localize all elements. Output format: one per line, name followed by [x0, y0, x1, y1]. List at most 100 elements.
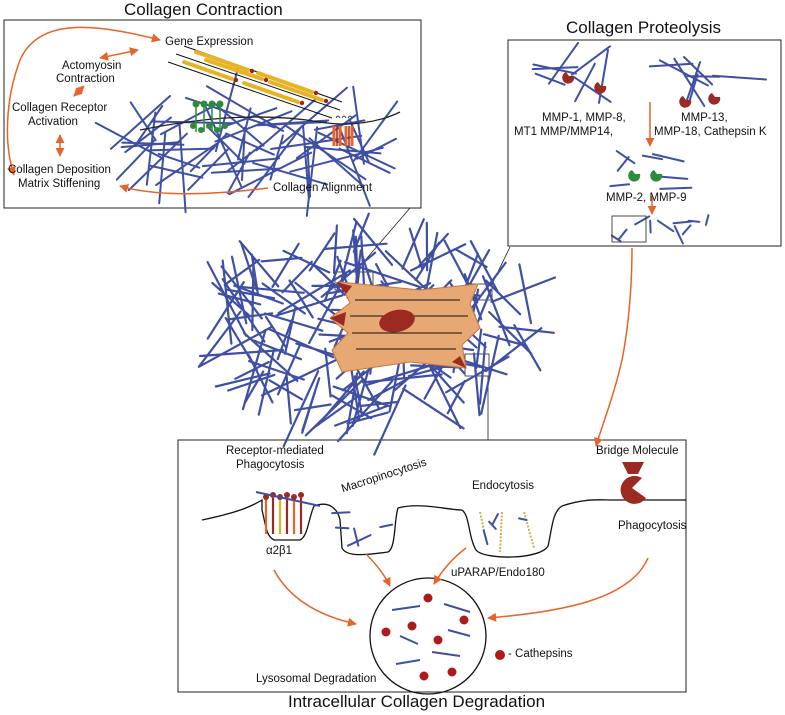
collagen-fiber — [238, 240, 280, 288]
intracellular-title: Intracellular Collagen Degradation — [288, 692, 546, 711]
collagen-fiber — [187, 148, 229, 191]
collagen-fiber — [570, 45, 611, 76]
collagen-fiber — [332, 224, 338, 274]
collagen-fiber — [337, 124, 371, 207]
label-mmp-left-1: MMP-1, MMP-8, — [542, 112, 626, 124]
cathepsin-icon — [407, 621, 417, 631]
collagen-fiber — [225, 132, 275, 156]
lysosome-collagen-fragment — [431, 651, 461, 657]
label-mmp-right-1: MMP-13, — [681, 112, 728, 124]
collagen-fiber — [498, 325, 555, 334]
uptake-arrows — [273, 547, 649, 627]
collagen-fiber — [324, 347, 332, 398]
collagen-fiber — [260, 256, 303, 263]
collagen-fiber — [365, 363, 435, 387]
collagen-fiber — [409, 243, 467, 272]
lysosome — [369, 577, 487, 695]
collagen-fiber — [408, 227, 424, 270]
collagen-fiber — [417, 232, 449, 268]
collagen-fiber — [402, 387, 465, 430]
collagen-fiber — [295, 114, 357, 160]
uparap-receptors — [479, 511, 535, 553]
label-gelatinases: MMP-2, MMP-9 — [606, 192, 687, 204]
collagen-fiber — [712, 74, 767, 81]
collagen-fiber — [158, 131, 167, 205]
cathepsin-icon — [433, 635, 443, 645]
collagen-fiber — [367, 378, 408, 402]
collagen-fiber — [351, 368, 370, 427]
lysosome-contents — [381, 593, 471, 681]
collagen-fiber — [704, 214, 710, 226]
collagen-fiber — [616, 156, 630, 172]
cathepsin-legend-icon — [495, 650, 505, 660]
collagen-fiber — [352, 85, 365, 165]
collagen-fiber — [482, 333, 528, 347]
bridge-molecule-shape — [622, 462, 644, 474]
collagen-fiber — [488, 311, 533, 355]
collagen-fiber — [513, 324, 542, 372]
label-phagocytosis: Phagocytosis — [618, 520, 687, 532]
collagen-fiber — [347, 534, 372, 547]
label-mmp-right-2: MMP-18, Cathepsin K — [654, 126, 767, 138]
rmp-receptor-heads — [263, 492, 304, 500]
collagen-fiber — [660, 175, 689, 180]
collagen-fiber — [379, 523, 394, 529]
label-actomyosin-line1: Actomyosin — [62, 60, 122, 72]
intracellular-collagen-fragments — [331, 511, 528, 547]
label-deposition-line1: Collagen Deposition — [8, 164, 111, 176]
collagen-fiber — [271, 242, 300, 288]
collagen-fiber — [221, 259, 233, 345]
collagen-fiber — [323, 259, 342, 302]
collagen-fiber — [233, 284, 284, 305]
collagen-fiber — [252, 162, 329, 186]
label-receptor-line2: Activation — [28, 116, 78, 128]
lysosome-collagen-fragment — [447, 629, 471, 637]
collagen-fiber — [282, 370, 320, 448]
lysosome-collagen-fragment — [395, 659, 421, 665]
collagen-fiber — [306, 147, 311, 198]
label-receptor-phago-1: Receptor-mediated — [226, 445, 324, 457]
collagen-fiber — [302, 125, 310, 198]
lysosome-collagen-fragment — [443, 603, 471, 613]
collagen-fiber — [360, 400, 399, 407]
collagen-fiber — [491, 513, 499, 526]
focal-adhesion — [332, 115, 354, 146]
central-cell — [329, 281, 481, 373]
collagen-fiber — [651, 153, 685, 163]
lysosome-collagen-fragment — [391, 605, 421, 611]
collagen-fiber — [313, 119, 366, 131]
collagen-fiber — [331, 511, 351, 515]
contraction-panel-frame — [3, 19, 422, 209]
collagen-fiber — [268, 379, 304, 401]
central-collagen-matrix — [197, 212, 557, 456]
contraction-cycle-arrows — [6, 26, 269, 195]
phagocytosis-receptor — [620, 475, 646, 504]
collagen-fiber — [574, 62, 596, 103]
collagen-fiber — [214, 372, 271, 388]
proteolysis-collagen-fragments — [531, 41, 767, 245]
label-integrin: α2β1 — [266, 545, 293, 557]
collagen-fiber — [159, 106, 213, 136]
collagen-fiber — [534, 72, 566, 86]
collagen-fiber — [294, 281, 340, 319]
collagen-fiber — [401, 218, 425, 270]
collagen-fiber — [469, 240, 499, 292]
collagen-fiber — [683, 61, 702, 108]
collagen-fiber — [311, 263, 346, 296]
collagen-fiber — [609, 183, 631, 188]
collagen-fiber — [547, 41, 580, 85]
collagen-fiber — [220, 265, 263, 320]
collagen-fiber — [264, 312, 324, 332]
label-receptor-phago-2: Phagocytosis — [236, 459, 305, 471]
cathepsin-icon — [423, 593, 433, 603]
collagen-fiber — [425, 231, 439, 293]
collagen-fiber — [475, 328, 483, 369]
collagen-fiber — [251, 256, 255, 332]
collagen-fiber — [308, 137, 364, 187]
cathepsin-icon — [459, 615, 469, 625]
collagen-fiber — [373, 384, 407, 456]
collagen-fiber — [478, 341, 487, 405]
collagen-fiber — [656, 219, 675, 233]
collagen-fiber — [317, 131, 396, 170]
label-cathepsins: - Cathepsins — [508, 648, 573, 660]
